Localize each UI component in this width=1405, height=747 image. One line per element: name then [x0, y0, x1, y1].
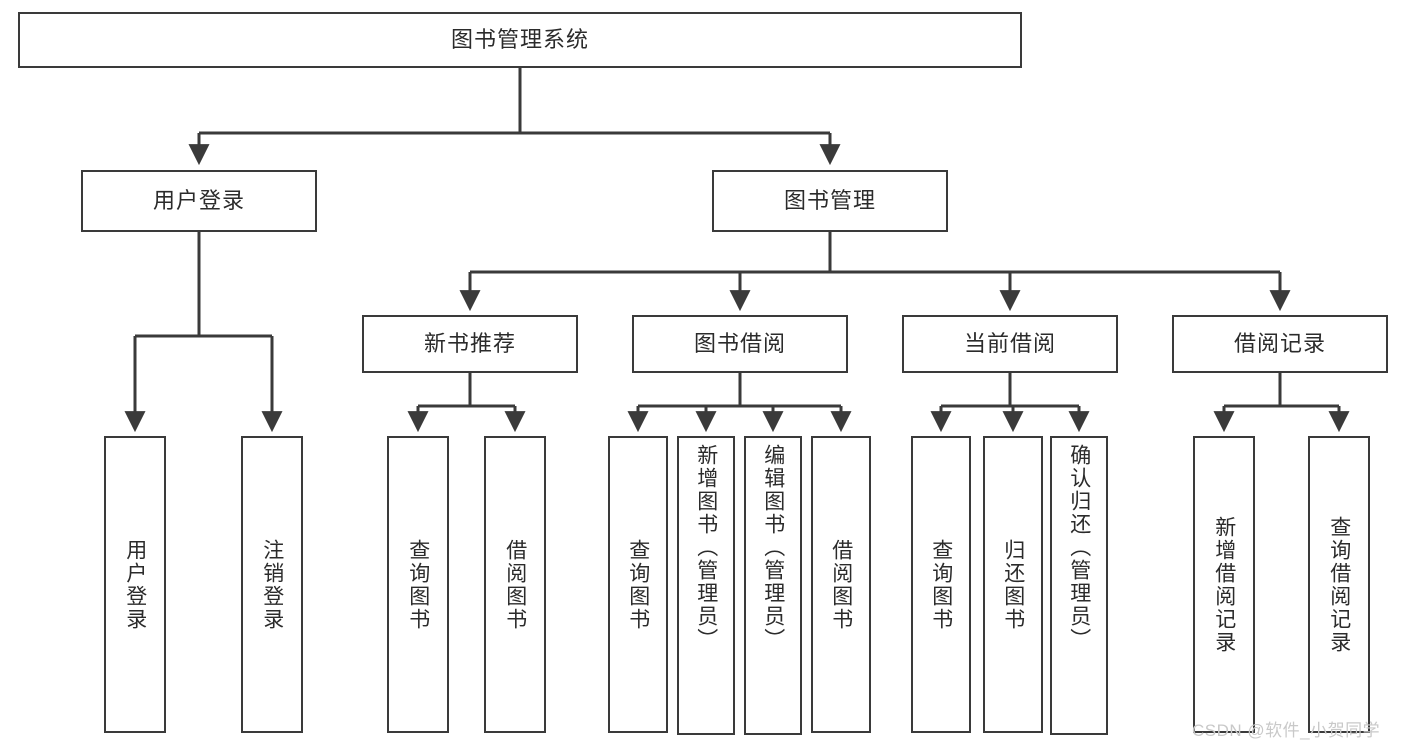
leaf-label: 查询图书: [929, 538, 953, 631]
node-book-borrow[interactable]: 图书借阅: [632, 315, 848, 373]
node-root-system[interactable]: 图书管理系统: [18, 12, 1022, 68]
node-book-management[interactable]: 图书管理: [712, 170, 948, 232]
node-user-login[interactable]: 用户登录: [81, 170, 317, 232]
node-current-borrow[interactable]: 当前借阅: [902, 315, 1118, 373]
node-leaf-query-book-current[interactable]: 查询图书: [911, 436, 971, 733]
leaf-label: 查询借阅记录: [1327, 515, 1351, 654]
leaf-label: 借阅图书: [503, 538, 527, 631]
node-leaf-user-login[interactable]: 用户登录: [104, 436, 166, 733]
node-leaf-add-borrow-record[interactable]: 新增借阅记录: [1193, 436, 1255, 733]
leaf-label: 查询图书: [406, 538, 430, 631]
node-leaf-query-book-borrow[interactable]: 查询图书: [608, 436, 668, 733]
node-leaf-add-book-admin[interactable]: 新增图书（管理员）: [677, 436, 735, 735]
leaf-label: 借阅图书: [829, 538, 853, 631]
node-leaf-confirm-return-admin[interactable]: 确认归还（管理员）: [1050, 436, 1108, 735]
leaf-label: 注销登录: [260, 538, 284, 631]
csdn-watermark: CSDN @软件_小贺同学: [1192, 721, 1381, 740]
leaf-label: 查询图书: [626, 538, 650, 631]
node-leaf-return-book[interactable]: 归还图书: [983, 436, 1043, 733]
leaf-label: 新增借阅记录: [1212, 515, 1236, 654]
leaf-label: 用户登录: [123, 538, 147, 631]
node-leaf-logout[interactable]: 注销登录: [241, 436, 303, 733]
node-leaf-edit-book-admin[interactable]: 编辑图书（管理员）: [744, 436, 802, 735]
node-leaf-borrow-book[interactable]: 借阅图书: [811, 436, 871, 733]
node-new-book-recommend[interactable]: 新书推荐: [362, 315, 578, 373]
node-leaf-query-borrow-record[interactable]: 查询借阅记录: [1308, 436, 1370, 733]
node-leaf-borrow-book-recommend[interactable]: 借阅图书: [484, 436, 546, 733]
node-leaf-query-book-recommend[interactable]: 查询图书: [387, 436, 449, 733]
leaf-label: 归还图书: [1001, 538, 1025, 631]
leaf-label: 编辑图书（管理员）: [761, 444, 785, 651]
node-borrow-record[interactable]: 借阅记录: [1172, 315, 1388, 373]
leaf-label: 新增图书（管理员）: [694, 444, 718, 651]
leaf-label: 确认归还（管理员）: [1067, 444, 1091, 651]
